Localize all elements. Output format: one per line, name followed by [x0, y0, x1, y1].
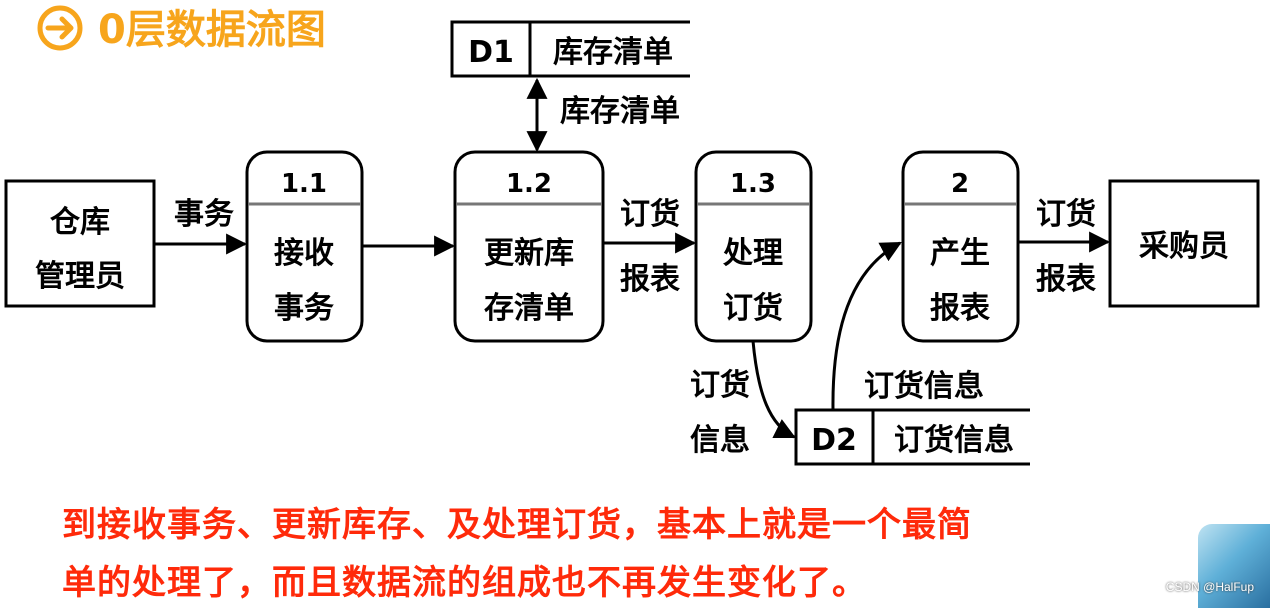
- flow-order-info-in-arrow: [751, 340, 796, 439]
- arrow-circle-icon-arrow: [45, 16, 74, 40]
- process-1-1: 1.1 接收 事务: [245, 150, 364, 343]
- entity-purchaser: 采购员: [1108, 179, 1260, 308]
- process-1-1-id: 1.1: [281, 169, 327, 199]
- flow-inventory-list-label: 库存清单: [560, 94, 680, 129]
- arrow-circle-icon: [37, 5, 83, 51]
- process-1-1-name-line2: 事务: [274, 291, 334, 326]
- datastore-d1-id: D1: [468, 35, 514, 70]
- process-2: 2 产生 报表: [901, 150, 1020, 343]
- datastore-d2-name: 订货信息: [894, 423, 1014, 458]
- flow-order-info-out-arrow: [831, 241, 902, 411]
- process-2-name-line1: 产生: [930, 236, 990, 271]
- process-1-3-id: 1.3: [730, 169, 776, 199]
- entity-warehouse-manager-line2: 管理员: [35, 259, 125, 294]
- process-1-2: 1.2 更新库 存清单: [453, 150, 605, 343]
- process-1-2-id: 1.2: [506, 169, 552, 199]
- process-2-name-line2: 报表: [930, 291, 990, 326]
- process-1-3-name-line1: 处理: [722, 236, 783, 271]
- entity-purchaser-label: 采购员: [1139, 229, 1229, 264]
- process-1-2-name-line1: 更新库: [484, 236, 574, 271]
- datastore-d1: D1 库存清单: [450, 20, 690, 78]
- flow-order-report-a-line2: 报表: [620, 262, 680, 297]
- caption: 到接收事务、更新库存、及处理订货，基本上就是一个最简 单的处理了，而且数据流的组…: [62, 496, 1202, 612]
- process-1-3-name-line2: 订货: [723, 291, 783, 326]
- process-2-id: 2: [951, 169, 969, 199]
- process-1-1-name-line1: 接收: [274, 236, 334, 271]
- flow-order-report-b-line1: 订货: [1036, 197, 1096, 232]
- title-group: 0层数据流图: [37, 5, 326, 53]
- page-title: 0层数据流图: [98, 7, 326, 53]
- corner-thumbnail: [1198, 524, 1270, 608]
- flow-order-report-b-line2: 报表: [1036, 262, 1096, 297]
- flow-transaction-label: 事务: [174, 197, 234, 232]
- process-1-2-name-line2: 存清单: [484, 291, 574, 326]
- entity-warehouse-manager: 仓库 管理员: [4, 179, 156, 308]
- flow-order-info-out-label: 订货信息: [864, 369, 984, 404]
- process-1-3: 1.3 处理 订货: [694, 150, 813, 343]
- caption-line-2: 单的处理了，而且数据流的组成也不再发生变化了。: [62, 563, 867, 603]
- flow-order-report-a-line1: 订货: [620, 197, 680, 232]
- datastore-d2-id: D2: [811, 423, 857, 458]
- flow-order-info-in-line1: 订货: [690, 368, 750, 403]
- flow-order-info-in-line2: 信息: [690, 423, 750, 458]
- watermark: CSDN @HalFup: [1165, 580, 1254, 594]
- caption-line-1: 到接收事务、更新库存、及处理订货，基本上就是一个最简: [62, 505, 972, 545]
- datastore-d2: D2 订货信息: [794, 408, 1030, 466]
- entity-warehouse-manager-line1: 仓库: [50, 205, 110, 240]
- datastore-d1-name: 库存清单: [553, 35, 673, 70]
